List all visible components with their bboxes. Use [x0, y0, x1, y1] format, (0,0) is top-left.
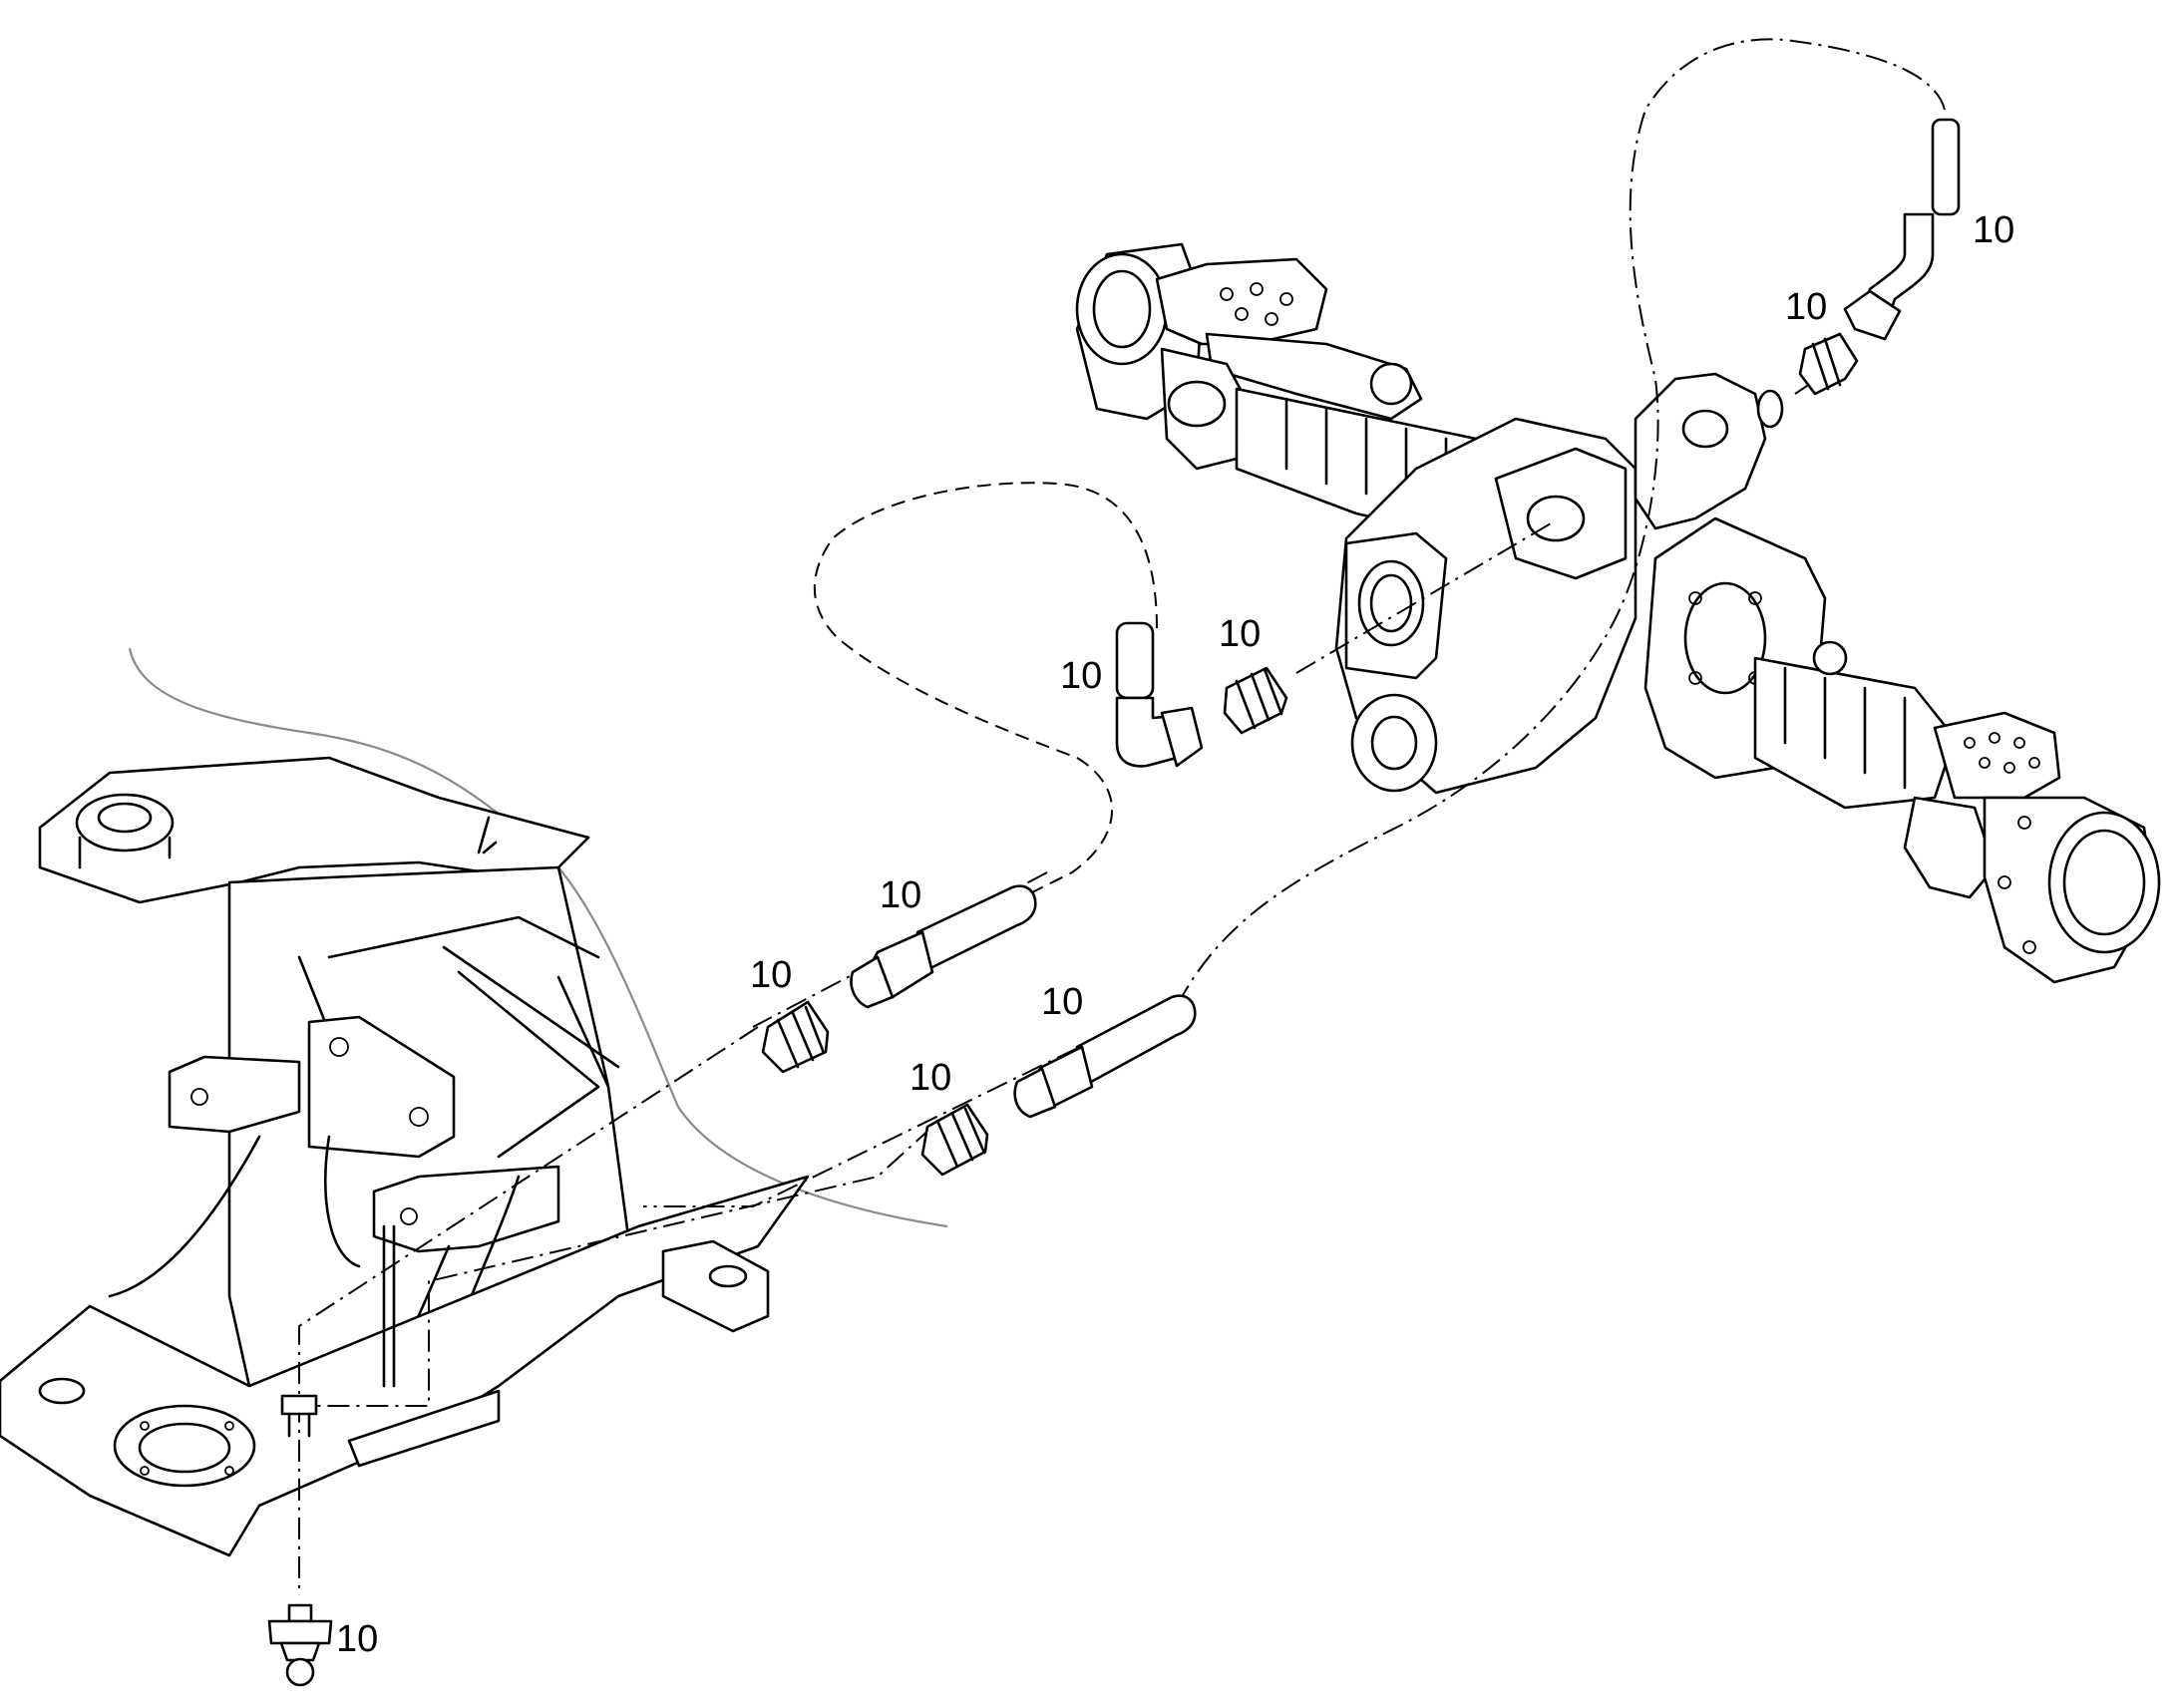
label-grease-nipple-bottom: 10 [336, 1618, 378, 1660]
dashdot-center-fitting-axle [1295, 522, 1552, 674]
label-fitting-top-right: 10 [1785, 286, 1827, 328]
label-hose-lower-straight: 10 [1041, 981, 1083, 1023]
label-hose-center-elbow: 10 [1060, 655, 1102, 697]
label-fitting-upper-left: 10 [750, 954, 792, 996]
hose-lower-straight-part [1013, 994, 1197, 1119]
grease-nipple-bottom-part [267, 1603, 333, 1687]
dashdot-hose-to-fittings [643, 996, 1183, 1207]
label-fitting-center: 10 [1219, 613, 1261, 655]
hose-upper-straight-part [850, 884, 1037, 1009]
dashdot-upper-to-nipple [298, 1026, 759, 1595]
fitting-center-part [1223, 666, 1288, 735]
label-hose-upper-straight: 10 [880, 874, 921, 916]
drive-axle [1075, 242, 2161, 984]
fitting-lower-part [920, 1103, 989, 1177]
hose-center-elbow-part [1115, 621, 1204, 768]
dashed-line-top-loop [1181, 38, 1946, 998]
bulkhead-connector [280, 1394, 318, 1438]
label-fitting-lower: 10 [909, 1057, 951, 1099]
fitting-top-right-part [1798, 332, 1859, 396]
hose-top-right-part [1843, 118, 1961, 341]
label-hose-top-right: 10 [1973, 209, 2014, 251]
fitting-upper-left-part [761, 1000, 830, 1074]
chassis-frame [0, 756, 810, 1557]
dashed-line-upper-loop [813, 482, 1158, 893]
dashdot-lower-to-nipple [299, 1126, 933, 1407]
